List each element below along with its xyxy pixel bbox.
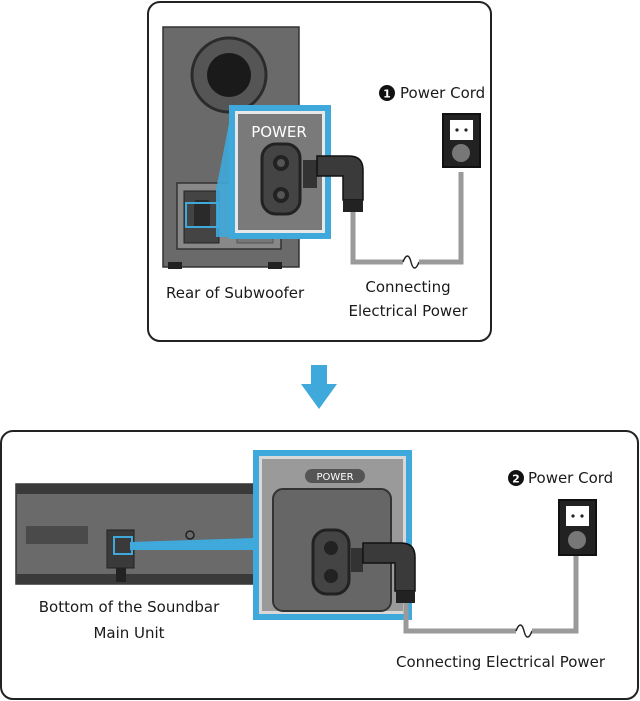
top-connecting-line2: Electrical Power <box>348 302 468 320</box>
top-power-zoom-panel <box>229 105 331 239</box>
rear-of-subwoofer-label: Rear of Subwoofer <box>166 284 305 302</box>
top-power-plug <box>303 155 464 269</box>
bottom-power-label: POWER <box>316 472 353 483</box>
bottom-wall-outlet-icon <box>558 499 597 556</box>
bottom-soundbar-line2: Main Unit <box>93 624 165 642</box>
top-power-label: POWER <box>251 123 307 141</box>
top-power-cord-label: Power Cord <box>400 84 486 102</box>
step-1-bullet <box>379 85 395 101</box>
soundbar-bottom <box>15 483 261 585</box>
top-connecting-line1: Connecting <box>365 278 451 296</box>
down-arrow-icon <box>301 365 337 409</box>
bottom-power-cord-label: Power Cord <box>528 469 614 487</box>
bottom-power-zoom-panel <box>253 450 412 620</box>
step-2-bullet <box>508 470 524 486</box>
top-wall-outlet-icon <box>442 113 481 168</box>
step-1-number: 1 <box>383 88 391 101</box>
bottom-soundbar-line1: Bottom of the Soundbar <box>38 598 220 616</box>
step-2-number: 2 <box>512 473 520 486</box>
bottom-connecting-label: Connecting Electrical Power <box>396 653 606 671</box>
bottom-power-plug <box>351 542 579 638</box>
